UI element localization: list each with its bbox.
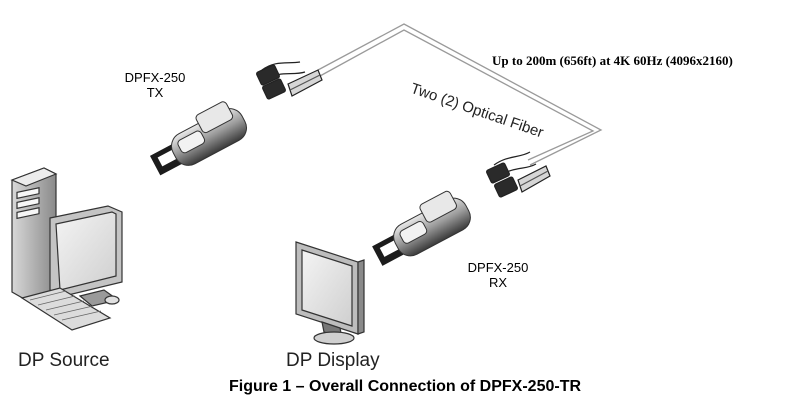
rx-model-label: DPFX-250	[467, 260, 529, 275]
rx-label: DPFX-250 RX	[460, 260, 536, 290]
dp-display-label: DP Display	[286, 350, 380, 371]
pc-keyboard	[20, 287, 112, 331]
optical-fiber-cable	[317, 23, 603, 166]
tx-model-label: DPFX-250	[124, 70, 186, 85]
tx-fiber-connector	[256, 61, 323, 100]
figure-caption: Figure 1 – Overall Connection of DPFX-25…	[228, 378, 582, 395]
tx-role-label: TX	[146, 85, 164, 100]
pc-mouse	[104, 295, 120, 305]
dp-display-monitor	[295, 241, 365, 345]
rx-module	[372, 190, 471, 266]
rx-role-label: RX	[488, 275, 508, 290]
tx-module	[149, 101, 247, 176]
rx-fiber-connector	[486, 151, 551, 198]
distance-label: Up to 200m (656ft) at 4K 60Hz (4096x2160…	[492, 53, 733, 68]
tx-label: DPFX-250 TX	[120, 70, 190, 100]
dp-source-computer	[10, 167, 123, 331]
dp-source-label: DP Source	[18, 350, 110, 371]
